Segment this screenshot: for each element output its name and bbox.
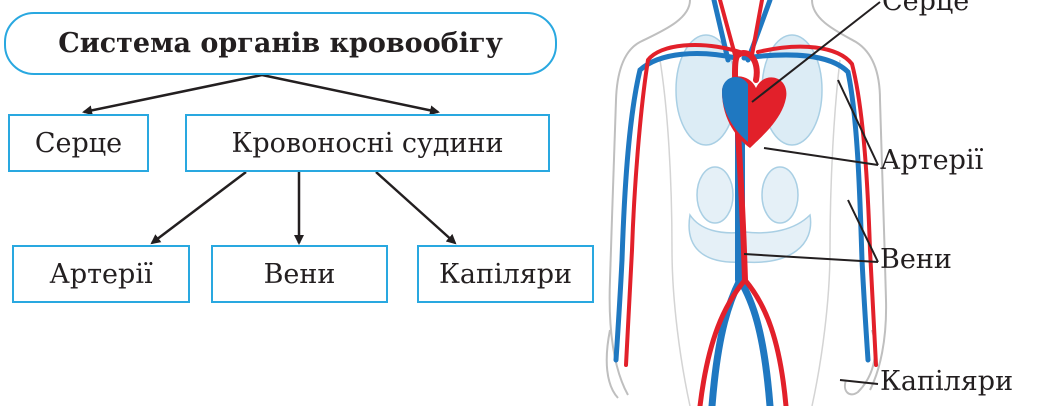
kidney-left — [697, 167, 733, 223]
box-vessels-label: Кровоносні судини — [231, 128, 503, 159]
box-blood-vessels: Кровоносні судини — [185, 114, 550, 172]
arrow-to-capillaries — [376, 172, 455, 243]
arrow-to-vessels — [262, 75, 438, 112]
box-capillaries: Капіляри — [417, 245, 594, 303]
box-veins-label: Вени — [264, 259, 336, 290]
arrow-to-arteries — [152, 172, 246, 243]
figure-label-veins: Вени — [880, 244, 952, 275]
box-arteries-label: Артерії — [49, 259, 152, 290]
arrow-to-heart — [84, 75, 262, 112]
hand-right — [845, 330, 875, 394]
box-capillaries-label: Капіляри — [439, 259, 572, 290]
scheme-title: Система органів кровообігу — [58, 28, 503, 59]
figure-label-arteries: Артерії — [880, 145, 983, 176]
leader-arteries-2 — [764, 148, 878, 165]
figure-label-heart: Серце — [882, 0, 969, 17]
box-heart-label: Серце — [35, 128, 122, 159]
figure-label-capillaries: Капіляри — [880, 366, 1013, 397]
circulatory-system-illustration — [607, 0, 886, 406]
arteries-network — [626, 0, 876, 406]
vein-leg-right — [740, 280, 770, 406]
vein-leg-left — [712, 280, 740, 406]
box-heart: Серце — [8, 114, 149, 172]
box-arteries: Артерії — [12, 245, 190, 303]
scheme-title-box: Система органів кровообігу — [4, 12, 557, 75]
box-veins: Вени — [211, 245, 388, 303]
kidney-right — [762, 167, 798, 223]
